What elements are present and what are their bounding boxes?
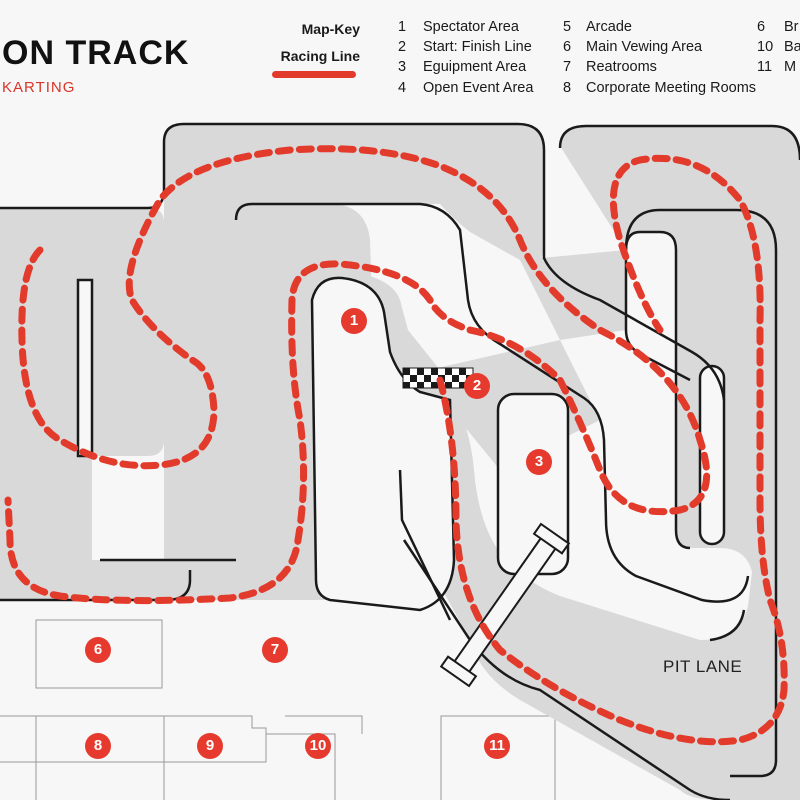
- outline-top-right-outer: [558, 124, 800, 161]
- racing-line-right: [436, 154, 788, 746]
- outline-right-hairpin-inner: [624, 230, 691, 550]
- racing-line: [4, 145, 711, 605]
- marker-8[interactable]: 8: [85, 733, 111, 759]
- marker-7[interactable]: 7: [262, 637, 288, 663]
- infield-left-finger: [76, 278, 94, 458]
- bridge: [439, 522, 571, 688]
- infield-right-finger: [698, 364, 726, 546]
- outline-inner-chicane: [234, 202, 750, 603]
- room-10: [266, 733, 336, 800]
- page-title: ON TRACK: [2, 34, 190, 72]
- outline-pit-straight: [402, 539, 731, 800]
- outline-pit-straight-inner: [398, 469, 452, 621]
- track-right-section: [311, 126, 800, 800]
- map-key-heading: Map-Key: [301, 21, 360, 37]
- marker-11[interactable]: 11: [484, 733, 510, 759]
- marker-10[interactable]: 10: [305, 733, 331, 759]
- room-10-wall: [285, 715, 363, 734]
- infield-right-hairpin: [624, 208, 778, 778]
- map-key-header: Map-Key Racing Line: [268, 20, 360, 66]
- room-11: [440, 715, 556, 800]
- marker-3[interactable]: 3: [526, 449, 552, 475]
- page-subtitle: KARTING: [2, 79, 76, 96]
- marker-9[interactable]: 9: [197, 733, 223, 759]
- room-row-left: [0, 715, 267, 763]
- pit-lane-label: PIT LANE: [663, 657, 743, 676]
- marker-2[interactable]: 2: [464, 373, 490, 399]
- marker-1[interactable]: 1: [341, 308, 367, 334]
- infield-spectator: [310, 276, 456, 612]
- racing-line-label: Racing Line: [280, 48, 360, 64]
- racing-line-swatch: [272, 71, 356, 78]
- marker-6[interactable]: 6: [85, 637, 111, 663]
- pit-lane-entry: [709, 609, 746, 642]
